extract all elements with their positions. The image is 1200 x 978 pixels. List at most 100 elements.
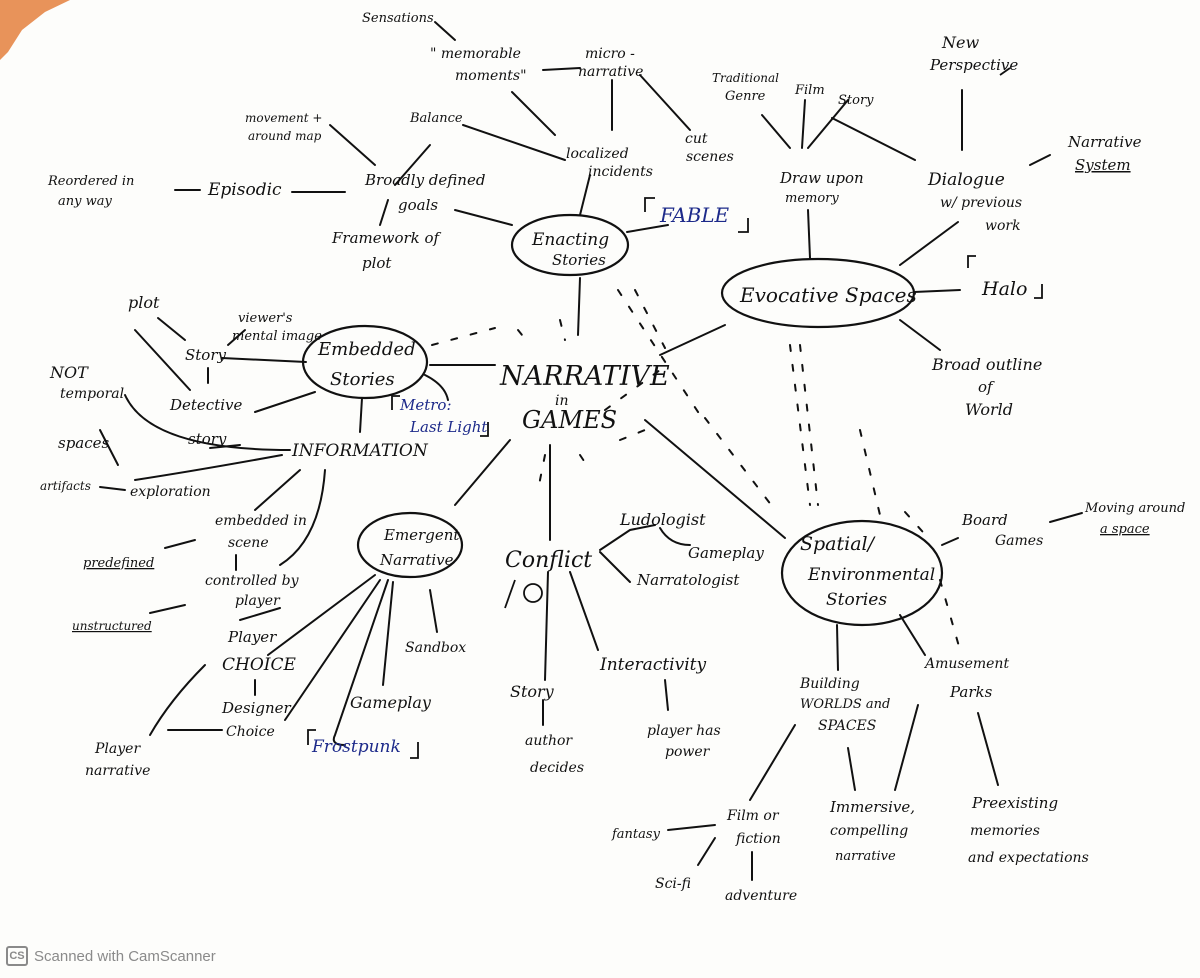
label-player-narrative-1: Player <box>94 741 141 757</box>
center-in: in <box>555 393 569 409</box>
label-localized-1: localized <box>566 146 629 162</box>
conflict-label: Conflict <box>505 548 592 573</box>
label-new-2: Perspective <box>929 56 1018 74</box>
label-preexisting-3: and expectations <box>968 850 1089 866</box>
label-broadly-2: goals <box>398 196 438 214</box>
label-gameplay-low: Gameplay <box>350 693 432 712</box>
label-film: Film <box>794 83 825 98</box>
label-micro-1: micro - <box>585 46 635 62</box>
label-film-fiction-2: fiction <box>735 831 781 847</box>
label-episodic: Episodic <box>207 180 282 200</box>
center-title: NARRATIVE <box>499 361 670 392</box>
label-interactivity: Interactivity <box>599 655 706 675</box>
label-immersive-2: compelling <box>830 823 908 839</box>
camscanner-watermark: CS Scanned with CamScanner <box>6 946 216 966</box>
label-embedded-scene-1: embedded in <box>215 513 307 529</box>
label-memorable-2: moments" <box>455 68 527 84</box>
annotation-marks <box>307 67 1043 759</box>
enacting-stories-bubble <box>510 213 630 277</box>
label-narrative-system-1: Narrative <box>1067 133 1142 151</box>
label-ludologist: Ludologist <box>619 510 706 529</box>
label-broadly-1: Broadly defined <box>364 171 485 189</box>
label-narrative-system-2: System <box>1075 156 1131 174</box>
label-moving-1: Moving around <box>1084 501 1185 516</box>
label-metro-2: Last Light <box>409 418 488 436</box>
label-story-low: Story <box>510 682 555 701</box>
label-board-1: Board <box>961 511 1008 529</box>
label-traditional-1: Traditional <box>712 71 779 85</box>
solid-connections <box>99 21 1083 881</box>
label-framework-2: plot <box>362 254 392 272</box>
label-metro-1: Metro: <box>399 396 452 414</box>
label-board-2: Games <box>995 533 1043 549</box>
label-immersive-3: narrative <box>835 849 896 864</box>
label-new-1: New <box>941 33 979 52</box>
label-player-choice-2: CHOICE <box>222 655 296 675</box>
label-draw-2: memory <box>785 191 839 206</box>
label-building-2: WORLDS and <box>800 697 890 712</box>
label-preexisting-2: memories <box>970 823 1040 839</box>
label-player-power-2: power <box>665 744 711 760</box>
label-designer-1: Designer <box>221 699 292 717</box>
label-localized-2: incidents <box>588 164 653 180</box>
spatial-label-2: Environmental <box>807 565 935 585</box>
label-sandbox: Sandbox <box>405 640 466 656</box>
label-detective-1: Detective <box>169 396 243 414</box>
emergent-label-1: Emergent <box>383 526 460 544</box>
label-unstructured: unstructured <box>72 619 152 633</box>
label-author-2: decides <box>530 760 584 776</box>
label-author-1: author <box>525 733 573 749</box>
label-dialogue-2: w/ previous <box>940 195 1022 211</box>
label-draw-1: Draw upon <box>779 169 864 187</box>
label-broad-2: of <box>978 378 995 396</box>
label-building-1: Building <box>799 676 860 692</box>
label-frostpunk: Frostpunk <box>311 737 401 757</box>
label-movement-1: movement + <box>245 111 322 125</box>
label-halo: Halo <box>981 278 1027 300</box>
label-controlled-2: player <box>235 593 281 609</box>
label-amusement-2: Parks <box>949 683 993 701</box>
label-plot: plot <box>128 293 160 312</box>
emergent-label-2: Narrative <box>379 551 454 569</box>
label-memorable-1: " memorable <box>430 46 521 62</box>
camscanner-icon: CS <box>6 946 28 966</box>
label-broad-3: World <box>965 400 1013 419</box>
spatial-stories-bubble <box>780 519 944 627</box>
label-information: INFORMATION <box>291 441 429 461</box>
label-adventure: adventure <box>725 888 797 904</box>
camscanner-text: Scanned with CamScanner <box>34 947 216 965</box>
label-framework-1: Framework of <box>331 229 442 247</box>
label-balance: Balance <box>409 111 463 126</box>
label-exploration: exploration <box>130 484 211 500</box>
label-reordered-2: any way <box>58 194 112 209</box>
label-immersive-1: Immersive, <box>829 798 915 816</box>
label-spaces: spaces <box>58 434 110 452</box>
label-artifacts: artifacts <box>40 479 91 493</box>
label-viewers-1: viewer's <box>238 311 293 326</box>
embedded-label-1: Embedded <box>317 339 416 360</box>
label-reordered-1: Reordered in <box>47 174 134 189</box>
spatial-label-1: Spatial/ <box>800 533 876 555</box>
label-micro-2: narrative <box>578 64 643 80</box>
label-scifi: Sci-fi <box>655 876 691 892</box>
spatial-label-3: Stories <box>826 590 887 610</box>
label-predefined: predefined <box>83 556 154 571</box>
label-story-left: Story <box>185 346 227 364</box>
label-narratologist: Narratologist <box>636 571 740 589</box>
label-fantasy: fantasy <box>611 827 661 842</box>
label-dialogue-1: Dialogue <box>927 170 1005 190</box>
label-player-narrative-2: narrative <box>85 763 150 779</box>
label-preexisting-1: Preexisting <box>971 794 1058 812</box>
label-designer-2: Choice <box>226 724 275 740</box>
label-gameplay-right: Gameplay <box>688 544 764 562</box>
label-moving-2: a space <box>1100 522 1150 537</box>
label-controlled-1: controlled by <box>205 573 300 589</box>
label-embedded-scene-2: scene <box>228 535 269 551</box>
center-games: GAMES <box>522 406 617 434</box>
label-amusement-1: Amusement <box>923 656 1009 672</box>
label-detective-2: story <box>188 430 227 448</box>
label-player-choice-1: Player <box>227 628 277 646</box>
label-movement-2: around map <box>248 129 322 143</box>
label-traditional-2: Genre <box>725 89 766 104</box>
